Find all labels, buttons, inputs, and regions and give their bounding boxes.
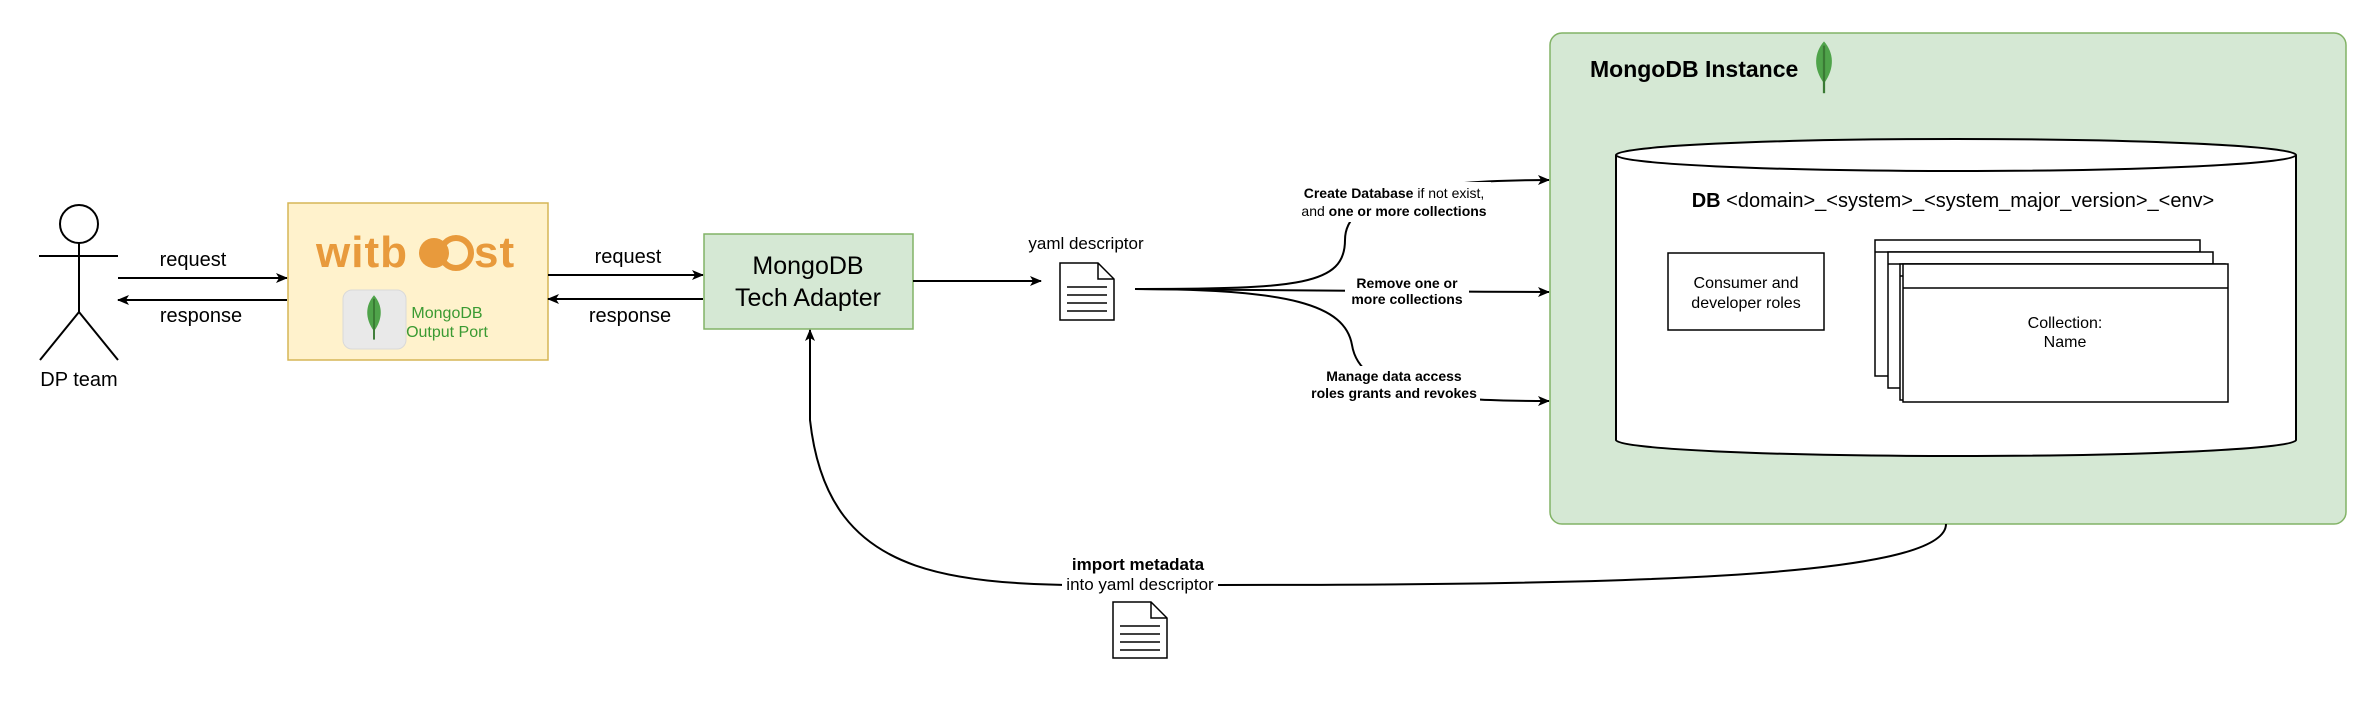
request-label-2: request [595,246,662,268]
mongodb-instance-title: MongoDB Instance [1590,56,1798,82]
witboost-logo: witb st [315,228,515,277]
witboost-logo-text-pre: witb [315,228,408,277]
imported-yaml-document-icon [1112,601,1168,659]
collections-stack [1874,239,2229,403]
manage-access-label-line1: Manage data access [1326,368,1462,384]
witboost-logo-text-post: st [474,228,515,277]
tech-adapter-label-line2: Tech Adapter [735,284,881,312]
collection-label-line2: Name [2044,334,2087,351]
import-metadata-curve [805,329,1947,587]
response-label-1: response [160,305,242,327]
import-metadata-label-line2: into yaml descriptor [1066,575,1214,594]
actor-label: DP team [40,369,117,391]
response-label-2: response [589,305,671,327]
collection-label-line1: Collection: [2028,315,2103,332]
consumer-developer-roles-box [1667,252,1825,331]
output-port-label-line1: MongoDB [411,305,482,322]
remove-collections-label-line1: Remove one or [1356,275,1458,291]
mongodb-output-port: MongoDB Output Port [342,289,488,350]
manage-access-label-line2: roles grants and revokes [1311,385,1477,401]
witboost-box [287,202,549,361]
collection-box [1902,263,2229,403]
roles-label-line2: developer roles [1691,295,1800,312]
import-metadata-label-line1: import metadata [1072,555,1205,574]
remove-collections-label-line2: more collections [1351,291,1462,307]
roles-label-line1: Consumer and [1694,275,1799,292]
output-port-label-line2: Output Port [406,324,488,341]
create-database-label-line1: Create Database if not exist, [1304,185,1485,201]
actor-head [59,204,99,244]
create-database-label-line2: and one or more collections [1301,203,1486,219]
yaml-descriptor-label: yaml descriptor [1028,234,1144,253]
tech-adapter-label-line1: MongoDB [752,252,863,280]
dp-team-actor [39,204,119,361]
request-label-1: request [160,249,227,271]
database-name-label: DB <domain>_<system>_<system_major_versi… [1692,190,2215,212]
yaml-document-icon [1059,262,1115,321]
tech-adapter-box [703,233,914,330]
